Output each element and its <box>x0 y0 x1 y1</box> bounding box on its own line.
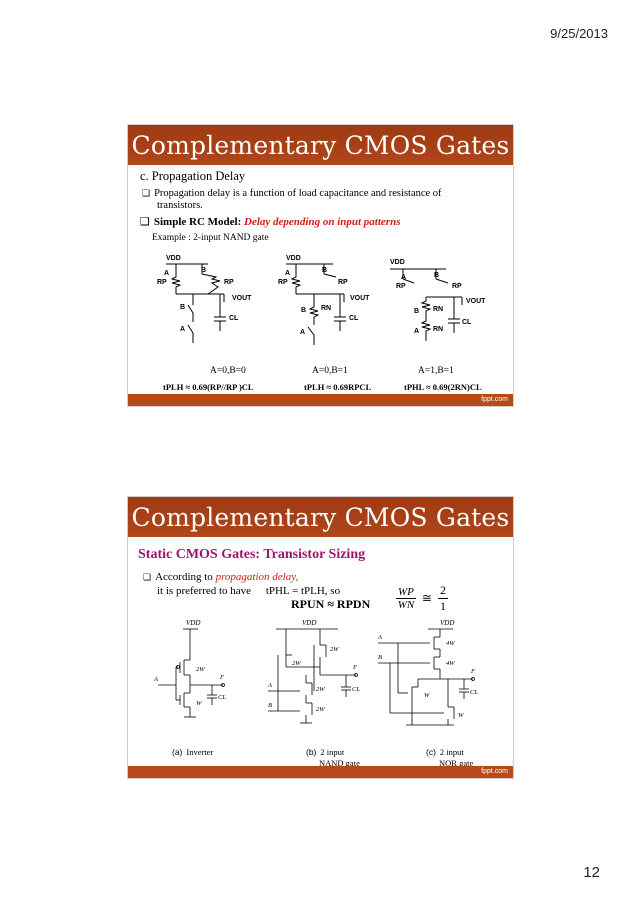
caption-nand: (b)2 input NAND gate <box>306 747 360 768</box>
svg-text:2W: 2W <box>292 660 301 667</box>
svg-text:B: B <box>322 267 327 274</box>
svg-text:B: B <box>268 702 272 709</box>
nand-circuit: VDD 2W 2W F CL 2W 2W A B <box>267 619 360 724</box>
svg-text:RP: RP <box>278 279 288 286</box>
footer-bar: fppt.com <box>128 766 513 778</box>
svg-text:A: A <box>153 676 158 683</box>
title-bar <box>128 497 513 537</box>
slide-thumbnail-2: Complementary CMOS Gates Static CMOS Gat… <box>127 496 514 779</box>
checkbox-bullet-icon: ❑ <box>142 189 151 199</box>
svg-text:VOUT: VOUT <box>466 298 486 305</box>
svg-text:2W: 2W <box>196 666 205 673</box>
brand-label: fppt.com <box>481 768 508 775</box>
nor-circuit: VDD 4W 4W F CL W W A B <box>377 619 478 726</box>
svg-text:RN: RN <box>433 306 443 313</box>
svg-text:VDD: VDD <box>286 255 301 262</box>
svg-text:CL: CL <box>462 319 472 326</box>
caption-inverter: (a)Inverter <box>172 747 214 757</box>
circuit-a1-b1: VDD A B RP RP VOUT B RN A RN CL <box>390 259 486 341</box>
svg-text:F: F <box>219 674 225 681</box>
svg-text:A: A <box>300 329 305 336</box>
page-number: 12 <box>583 864 600 881</box>
svg-text:B: B <box>414 308 419 315</box>
svg-text:A: A <box>377 634 382 641</box>
checkbox-bullet-icon: ❑ <box>143 573 152 583</box>
svg-text:A: A <box>180 326 185 333</box>
svg-text:VDD: VDD <box>186 619 200 627</box>
formula-a0-b1: tPLH ≈ 0.69RPCL <box>304 382 372 392</box>
svg-text:4W: 4W <box>446 660 455 667</box>
section-heading: c. Propagation Delay <box>140 169 246 183</box>
svg-text:VDD: VDD <box>166 255 181 262</box>
nand-circuit-diagrams: VDD A B RP RP VOUT B CL A VDD <box>157 255 486 345</box>
svg-text:VDD: VDD <box>390 259 405 266</box>
svg-text:VOUT: VOUT <box>350 295 370 302</box>
footer-bar: fppt.com <box>128 394 513 406</box>
example-label: Example : 2-input NAND gate <box>152 233 269 243</box>
svg-text:VOUT: VOUT <box>232 295 252 302</box>
svg-text:B: B <box>301 307 306 314</box>
svg-text:2W: 2W <box>316 686 325 693</box>
caption-a1-b1: A=1,B=1 <box>418 366 454 376</box>
section-heading: Static CMOS Gates: Transistor Sizing <box>138 547 366 562</box>
inverter-circuit: VDD 2W F CL W A <box>153 619 226 718</box>
svg-text:RP: RP <box>224 279 234 286</box>
svg-text:VDD: VDD <box>440 619 454 627</box>
svg-text:RP: RP <box>338 279 348 286</box>
svg-text:CL: CL <box>218 694 226 701</box>
bullet-propagation-delay: ❑Propagation delay is a function of load… <box>142 188 442 211</box>
svg-text:RP: RP <box>157 279 167 286</box>
svg-text:CL: CL <box>470 689 478 696</box>
svg-text:CL: CL <box>229 315 239 322</box>
brand-label: fppt.com <box>481 396 508 403</box>
svg-text:RP: RP <box>452 283 462 290</box>
date-stamp: 9/25/2013 <box>550 26 608 41</box>
svg-text:B: B <box>201 267 206 274</box>
svg-text:A: A <box>267 682 272 689</box>
svg-text:F: F <box>470 668 476 675</box>
formula-a1-b1: tPHL ≈ 0.69(2RN)CL <box>404 382 482 392</box>
caption-a0-b1: A=0,B=1 <box>312 366 348 376</box>
svg-text:CL: CL <box>349 315 359 322</box>
title-bar <box>128 125 513 165</box>
caption-nor: (c)2 input NOR gate <box>426 747 474 768</box>
sizing-circuit-diagrams: VDD 2W F CL W A VDD 2W <box>153 619 478 726</box>
slide-title: Complementary CMOS Gates <box>131 503 510 532</box>
resistance-equation: RPUN ≈ RPDN <box>291 597 371 611</box>
svg-text:4W: 4W <box>446 640 455 647</box>
svg-text:B: B <box>378 654 382 661</box>
svg-text:A: A <box>285 270 290 277</box>
svg-text:W: W <box>196 700 202 707</box>
caption-a0-b0: A=0,B=0 <box>210 366 246 376</box>
svg-text:W: W <box>458 712 464 719</box>
svg-text:RP: RP <box>396 283 406 290</box>
formula-a0-b0: tPLH ≈ 0.69(RP//RP )CL <box>163 382 254 392</box>
bullet-rc-model: ❑Simple RC Model: Delay depending on inp… <box>140 215 401 228</box>
circuit-a0-b0: VDD A B RP RP VOUT B CL A <box>157 255 252 343</box>
svg-text:A: A <box>414 328 419 335</box>
svg-text:F: F <box>352 664 358 671</box>
svg-text:2W: 2W <box>316 706 325 713</box>
width-ratio: WP WN ≅ 2 1 <box>396 583 448 613</box>
svg-text:A: A <box>164 270 169 277</box>
svg-text:2W: 2W <box>330 646 339 653</box>
checkbox-bullet-icon: ❑ <box>140 215 150 228</box>
circuit-a0-b1: VDD A B RP RP VOUT B RN CL A <box>278 255 370 345</box>
svg-text:A: A <box>401 274 406 281</box>
svg-text:B: B <box>434 272 439 279</box>
svg-text:VDD: VDD <box>302 619 316 627</box>
svg-text:B: B <box>180 304 185 311</box>
svg-text:RN: RN <box>321 305 331 312</box>
slide-thumbnail-1: Complementary CMOS Gates c. Propagation … <box>127 124 514 407</box>
slide-title: Complementary CMOS Gates <box>131 131 510 160</box>
svg-text:RN: RN <box>433 326 443 333</box>
svg-text:CL: CL <box>352 686 360 693</box>
svg-text:W: W <box>424 692 430 699</box>
bullet-sizing: ❑According to propagation delay, it is p… <box>143 571 341 597</box>
